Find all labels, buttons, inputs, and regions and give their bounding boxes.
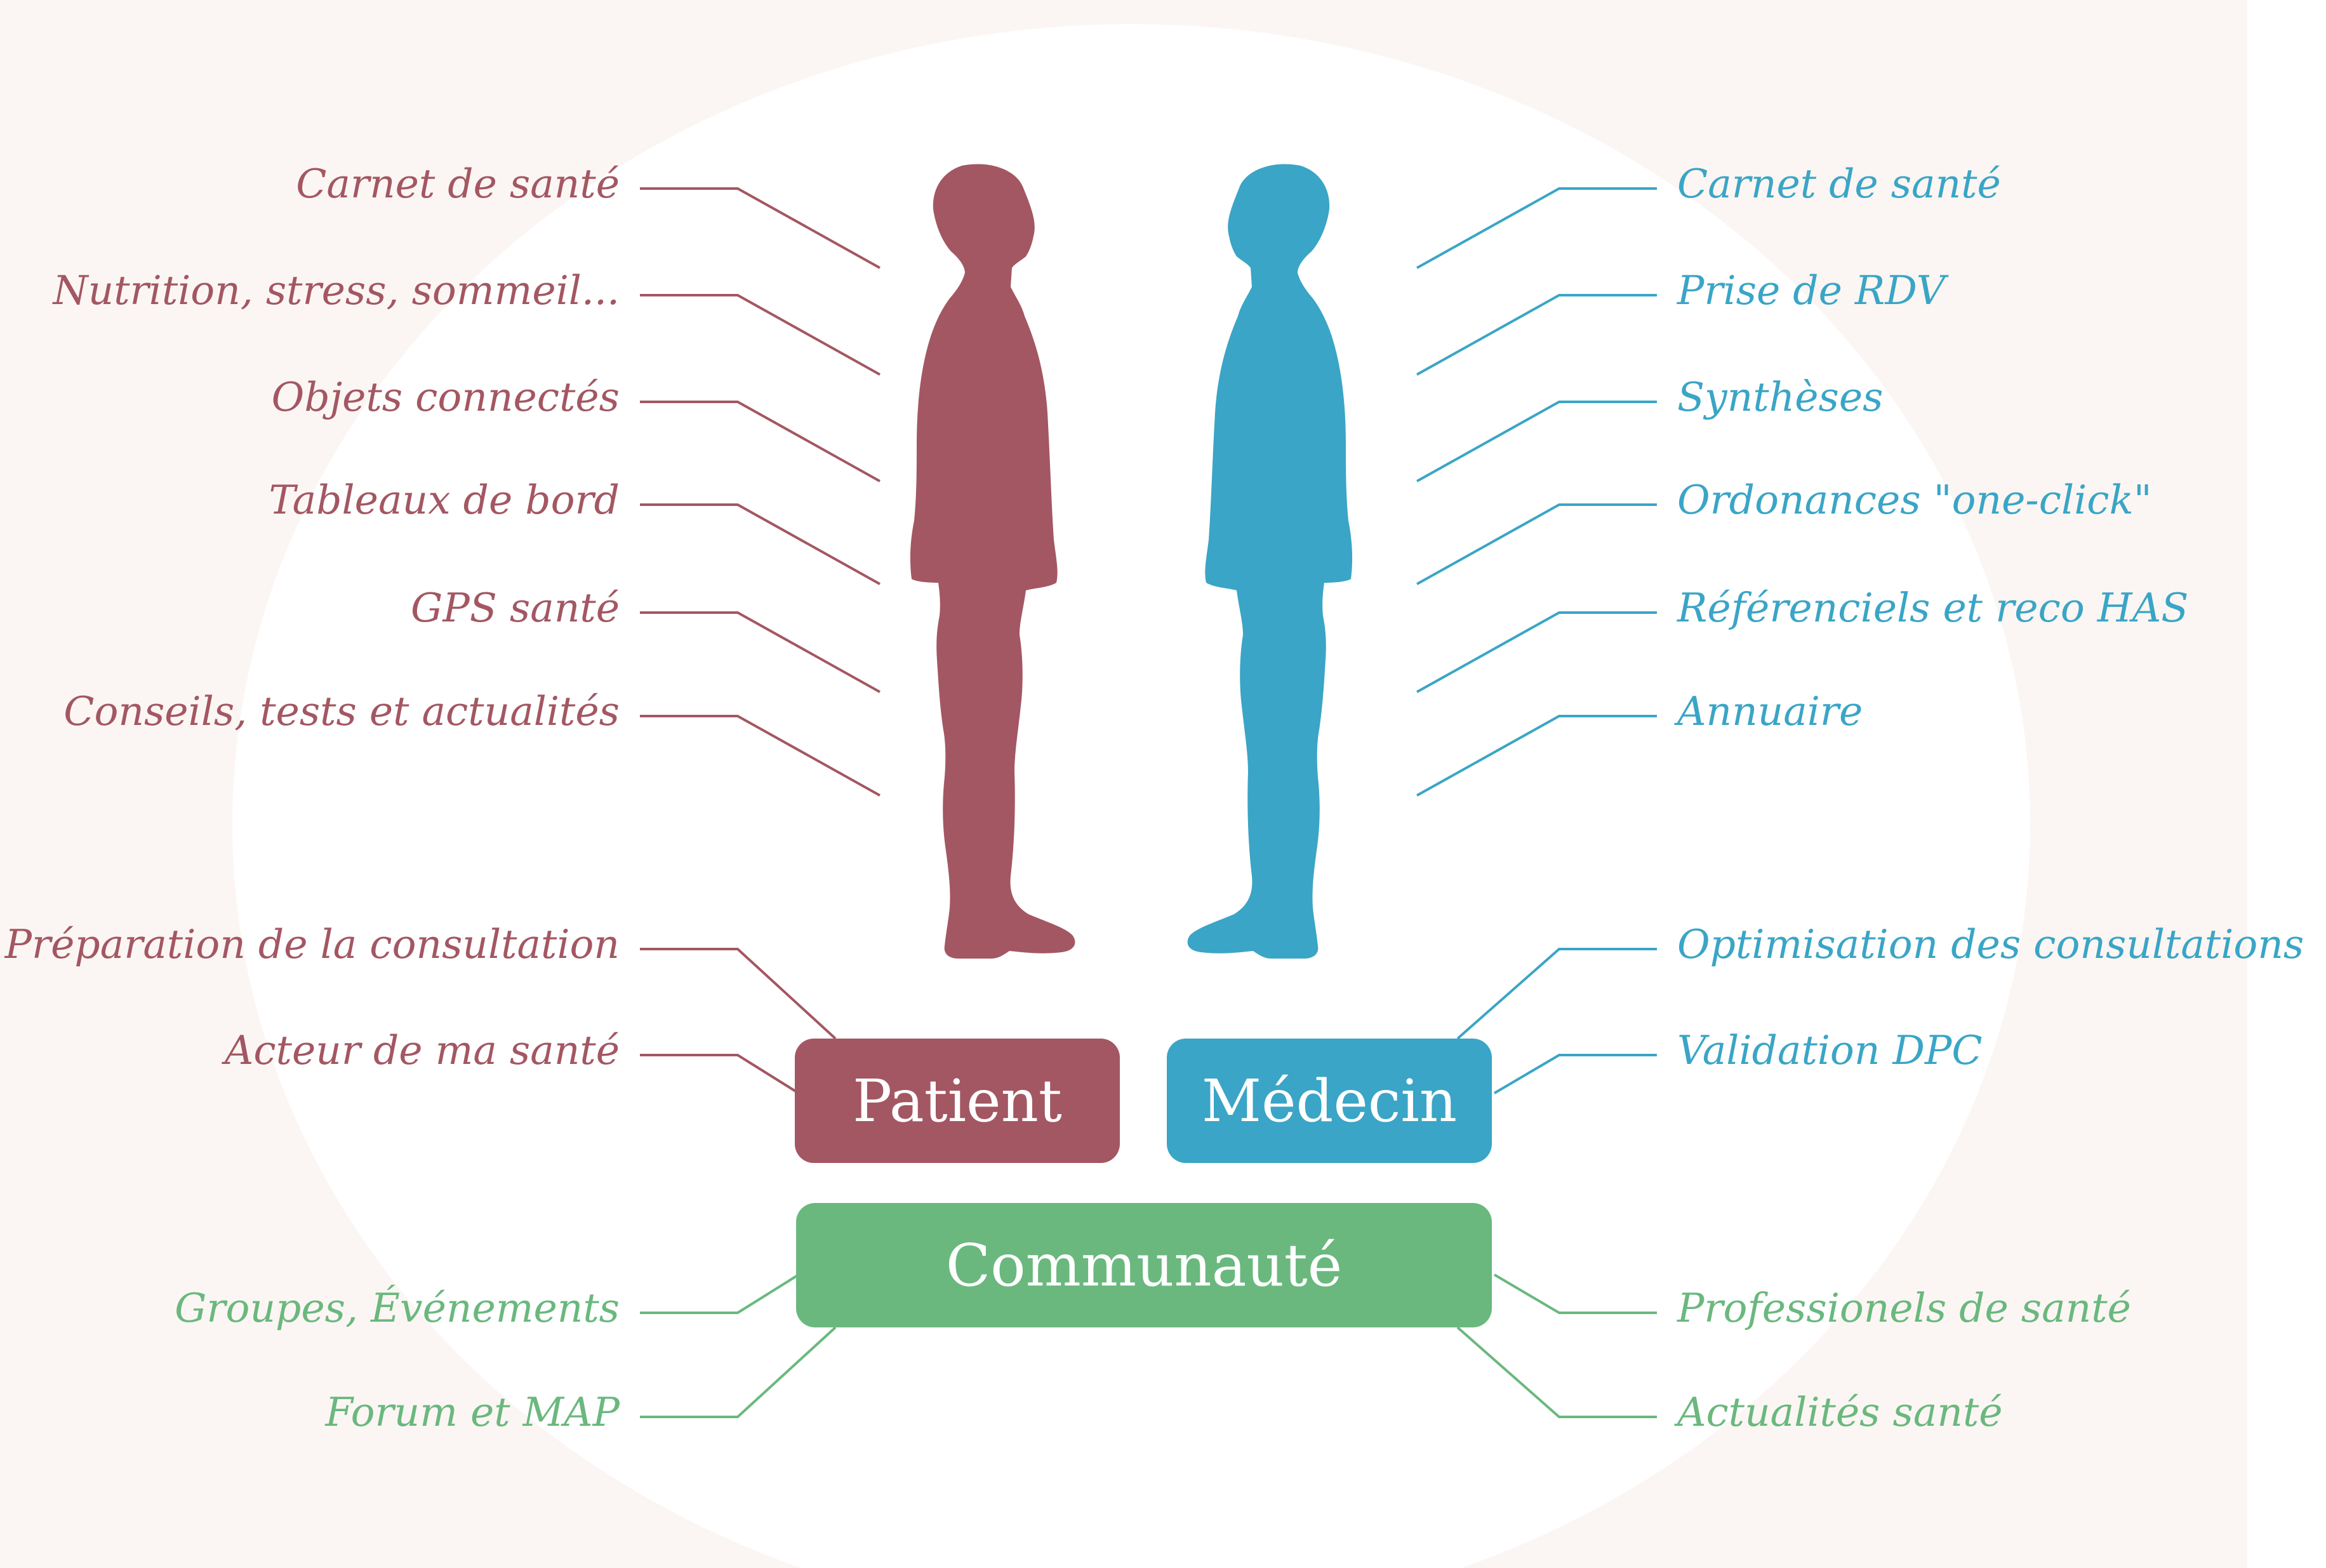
medecin-label-annuaire: Annuaire bbox=[1677, 688, 1863, 734]
connector-line bbox=[640, 948, 837, 1040]
patient-label-conseils: Conseils, tests et actualités bbox=[63, 688, 620, 734]
patient-label-objets: Objets connectés bbox=[271, 374, 620, 420]
patient-label-tableaux: Tableaux de bord bbox=[269, 477, 620, 523]
connector-line bbox=[640, 401, 881, 482]
patient-connectors bbox=[640, 187, 881, 1094]
medecin-label-optimisation: Optimisation des consultations bbox=[1677, 921, 2304, 967]
medecin-label-rdv: Prise de RDV bbox=[1677, 267, 1946, 314]
communaute-box: Communauté bbox=[796, 1203, 1492, 1327]
connector-line bbox=[640, 611, 881, 693]
patient-label-gps: GPS santé bbox=[411, 585, 620, 631]
connector-line bbox=[640, 294, 881, 376]
medecin-label-carnet: Carnet de santé bbox=[1677, 161, 2001, 207]
connector-line bbox=[640, 715, 881, 797]
communaute-connectors bbox=[640, 1273, 1657, 1418]
connector-line bbox=[1416, 715, 1657, 797]
communaute-label-groupes: Groupes, Événements bbox=[175, 1285, 620, 1331]
medecin-label-dpc: Validation DPC bbox=[1677, 1027, 1983, 1073]
patient-box: Patient bbox=[795, 1039, 1120, 1163]
communaute-label-actualites: Actualités santé bbox=[1677, 1389, 2003, 1435]
medecin-silhouette bbox=[1187, 164, 1353, 959]
connector-line bbox=[1416, 503, 1657, 585]
medecin-label-referenciels: Référenciels et reco HAS bbox=[1677, 585, 2189, 631]
connector-line bbox=[1416, 294, 1657, 376]
patient-label-acteur: Acteur de ma santé bbox=[224, 1027, 620, 1073]
connector-line bbox=[640, 1054, 800, 1094]
communaute-box-label: Communauté bbox=[945, 1231, 1343, 1299]
patient-label-nutrition: Nutrition, stress, sommeil... bbox=[53, 267, 620, 314]
connector-line bbox=[640, 1326, 837, 1418]
medecin-box: Médecin bbox=[1167, 1039, 1492, 1163]
medecin-box-label: Médecin bbox=[1201, 1066, 1458, 1135]
medecin-connectors bbox=[1416, 187, 1657, 1094]
connector-line bbox=[1416, 187, 1657, 269]
connector-line bbox=[640, 503, 881, 585]
patient-label-carnet: Carnet de santé bbox=[296, 161, 620, 207]
connector-line bbox=[1416, 401, 1657, 482]
communaute-label-forum: Forum et MAP bbox=[325, 1389, 620, 1435]
medecin-label-ordonances: Ordonances "one-click" bbox=[1677, 477, 2152, 523]
connector-line bbox=[1493, 1054, 1657, 1094]
connector-line bbox=[640, 1273, 800, 1314]
connector-line bbox=[1493, 1273, 1657, 1314]
connector-line bbox=[1456, 1326, 1657, 1418]
medecin-label-syntheses: Synthèses bbox=[1677, 374, 1884, 420]
connector-line bbox=[1416, 611, 1657, 693]
communaute-label-professionels: Professionels de santé bbox=[1677, 1285, 2131, 1331]
connector-line bbox=[640, 187, 881, 269]
connector-line bbox=[1456, 948, 1657, 1040]
patient-box-label: Patient bbox=[853, 1066, 1062, 1135]
patient-label-preparation: Préparation de la consultation bbox=[4, 921, 620, 967]
patient-silhouette bbox=[910, 164, 1075, 959]
